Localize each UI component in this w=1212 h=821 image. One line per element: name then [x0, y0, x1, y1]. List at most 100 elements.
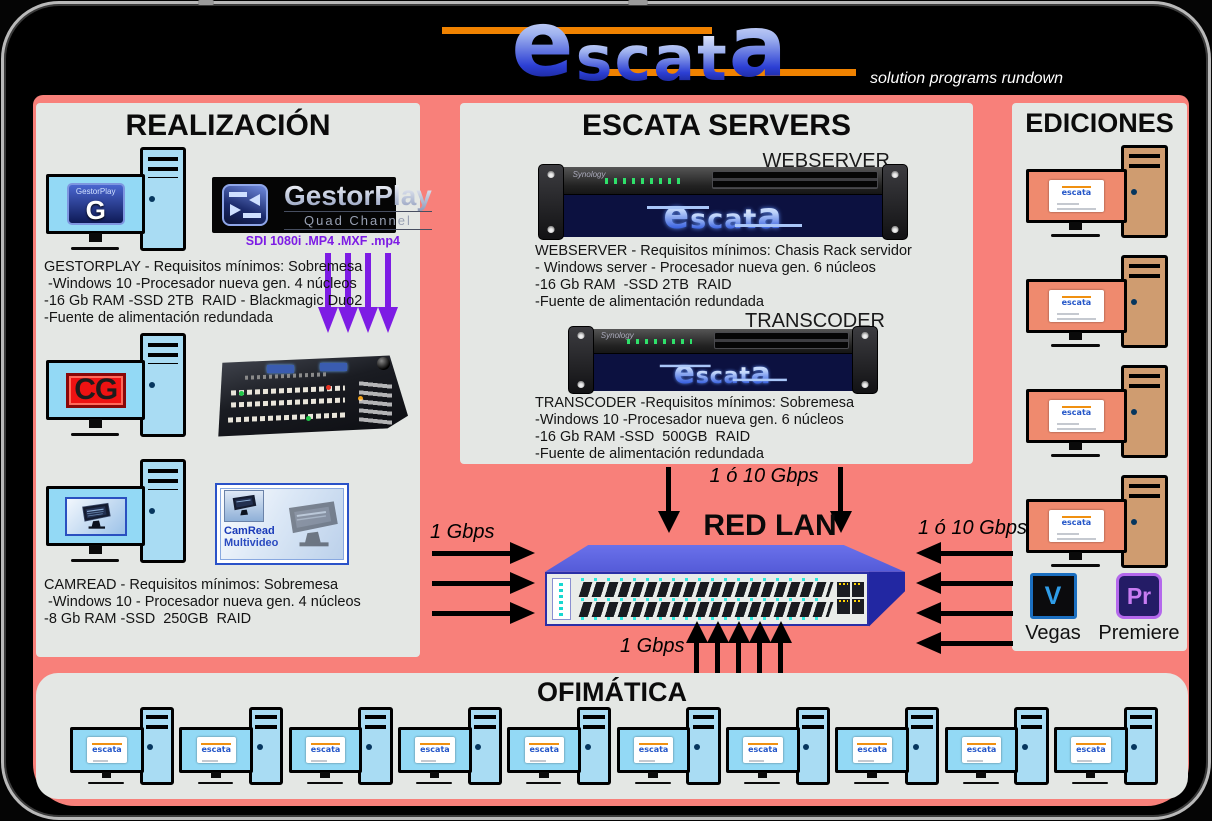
rack-ear	[882, 164, 908, 240]
office-workstation: escata	[507, 707, 612, 791]
login-dialog: escata	[961, 736, 1002, 763]
gestorplay-name: GestorPlay	[284, 179, 432, 211]
monitor-stand	[179, 771, 253, 785]
webserver-label: WEBSERVER	[762, 150, 890, 172]
monitor-stand	[46, 419, 145, 437]
login-dialog-title: escata	[966, 742, 997, 754]
office-workstation: escata	[835, 707, 940, 791]
rack-vents	[711, 170, 879, 190]
right-arrow	[432, 572, 535, 594]
network-switch	[545, 545, 905, 629]
sdi-formats-label: SDI 1080i .MP4 .MXF .mp4	[245, 234, 400, 248]
video-mixer-console	[204, 351, 408, 441]
office-workstation: escata	[397, 707, 502, 791]
mixer-fader-bank	[359, 378, 392, 425]
login-dialog-title: escata	[1076, 742, 1106, 754]
mixer-joystick	[376, 357, 390, 371]
login-dialog-title: escata	[92, 742, 122, 754]
ediciones-title: EDICIONES	[1025, 108, 1174, 138]
monitor-stand	[507, 771, 581, 785]
computer-monitor-icon: escata	[1026, 389, 1127, 443]
computer-tower-icon	[1121, 365, 1168, 458]
computer-tower-icon	[1121, 145, 1168, 238]
bezel-button	[198, 0, 214, 5]
cg-screen-label: CG	[65, 372, 126, 408]
login-dialog-title: escata	[857, 742, 887, 754]
ofimatica-title: OFIMÁTICA	[537, 677, 687, 707]
bandwidth-right: 1 ó 10 Gbps	[918, 517, 1027, 539]
computer-tower-icon	[904, 707, 940, 786]
purple-down-arrow	[365, 253, 371, 307]
monitor-stand	[46, 545, 145, 563]
gestorplay-screen-logo: GestorPlay G	[66, 183, 125, 225]
office-workstation: escata	[288, 707, 393, 791]
office-workstation: escata	[179, 707, 284, 791]
mixer-lcd	[320, 362, 347, 371]
computer-monitor-icon: escata	[944, 727, 1019, 773]
monitor-stand	[945, 771, 1019, 785]
login-dialog-title: escata	[201, 742, 232, 754]
computer-monitor-icon: escata	[725, 727, 800, 773]
editing-workstation: escata	[1026, 255, 1168, 355]
rack-server-transcoder: Synology escata	[568, 326, 878, 394]
webserver-specs: WEBSERVER - Requisitos mínimos: Chasis R…	[535, 243, 912, 310]
login-dialog-title: escata	[748, 742, 778, 754]
premiere-label: Premiere	[1098, 622, 1180, 644]
monitor-stand	[1026, 442, 1127, 458]
gestorplay-specs: GESTORPLAY - Requisitos mínimos: Sobreme…	[44, 259, 363, 326]
login-dialog-title: escata	[1061, 406, 1092, 418]
workstation-gestorplay: GestorPlay G	[46, 147, 186, 259]
computer-monitor-icon: escata	[1053, 727, 1128, 773]
login-dialog-title: escata	[529, 742, 559, 754]
bandwidth-bottom: 1 Gbps	[620, 635, 685, 657]
login-dialog: escata	[852, 736, 892, 763]
office-workstation: escata	[616, 707, 721, 791]
computer-tower-icon	[686, 707, 721, 786]
login-dialog-title: escata	[420, 742, 450, 754]
rack-ear	[852, 326, 878, 394]
monitor-stand	[617, 771, 691, 785]
vegas-icon: V	[1029, 573, 1077, 619]
down-arrow	[666, 467, 671, 511]
transcoder-specs: TRANSCODER -Requisitos mínimos: Sobremes…	[535, 395, 855, 462]
left-arrow	[916, 602, 1013, 624]
premiere-app: Pr Premiere	[1096, 573, 1182, 645]
logo-letter: e	[511, 7, 575, 90]
rack-status-leds	[626, 338, 692, 345]
login-dialog: escata	[1048, 290, 1104, 322]
login-dialog-title: escata	[1061, 516, 1092, 528]
office-workstations: escata escata e	[70, 707, 1158, 791]
up-arrow	[715, 643, 720, 673]
computer-monitor-icon: escata	[1026, 499, 1127, 553]
logo-letter: a	[728, 7, 789, 97]
vegas-app: V Vegas	[1020, 573, 1086, 645]
computer-monitor-icon	[46, 485, 146, 547]
computer-tower-icon	[358, 707, 393, 786]
monitor-stand	[726, 771, 800, 785]
computer-tower-icon	[1121, 475, 1168, 568]
purple-down-arrow	[385, 253, 391, 307]
login-dialog-title: escata	[638, 742, 669, 754]
computer-monitor-icon: escata	[70, 727, 144, 773]
camread-logo-box: CamRead Multivideo	[215, 483, 349, 565]
workstation-camread	[46, 459, 186, 571]
switch-uplink-ports	[837, 581, 865, 615]
login-dialog: escata	[87, 736, 127, 763]
escata-rack-logo: escata	[646, 196, 802, 235]
bandwidth-top: 1 ó 10 Gbps	[709, 465, 819, 487]
monitor-stand	[289, 771, 363, 785]
computer-tower-icon	[1121, 255, 1168, 348]
editing-workstation: escata	[1026, 145, 1168, 245]
rack-vents	[713, 332, 850, 349]
office-workstation: escata	[944, 707, 1049, 791]
transcoder-label: TRANSCODER	[744, 310, 885, 332]
up-arrow	[778, 643, 783, 673]
gestorplay-logo-box: GestorPlay Quad Channel	[212, 177, 432, 233]
login-dialog: escata	[743, 736, 783, 763]
camread-app-icon	[224, 490, 264, 522]
rack-server-webserver: Synology escata	[538, 164, 908, 240]
computer-tower-icon	[139, 459, 186, 564]
monitor-stand	[835, 771, 909, 785]
computer-tower-icon	[249, 707, 284, 786]
